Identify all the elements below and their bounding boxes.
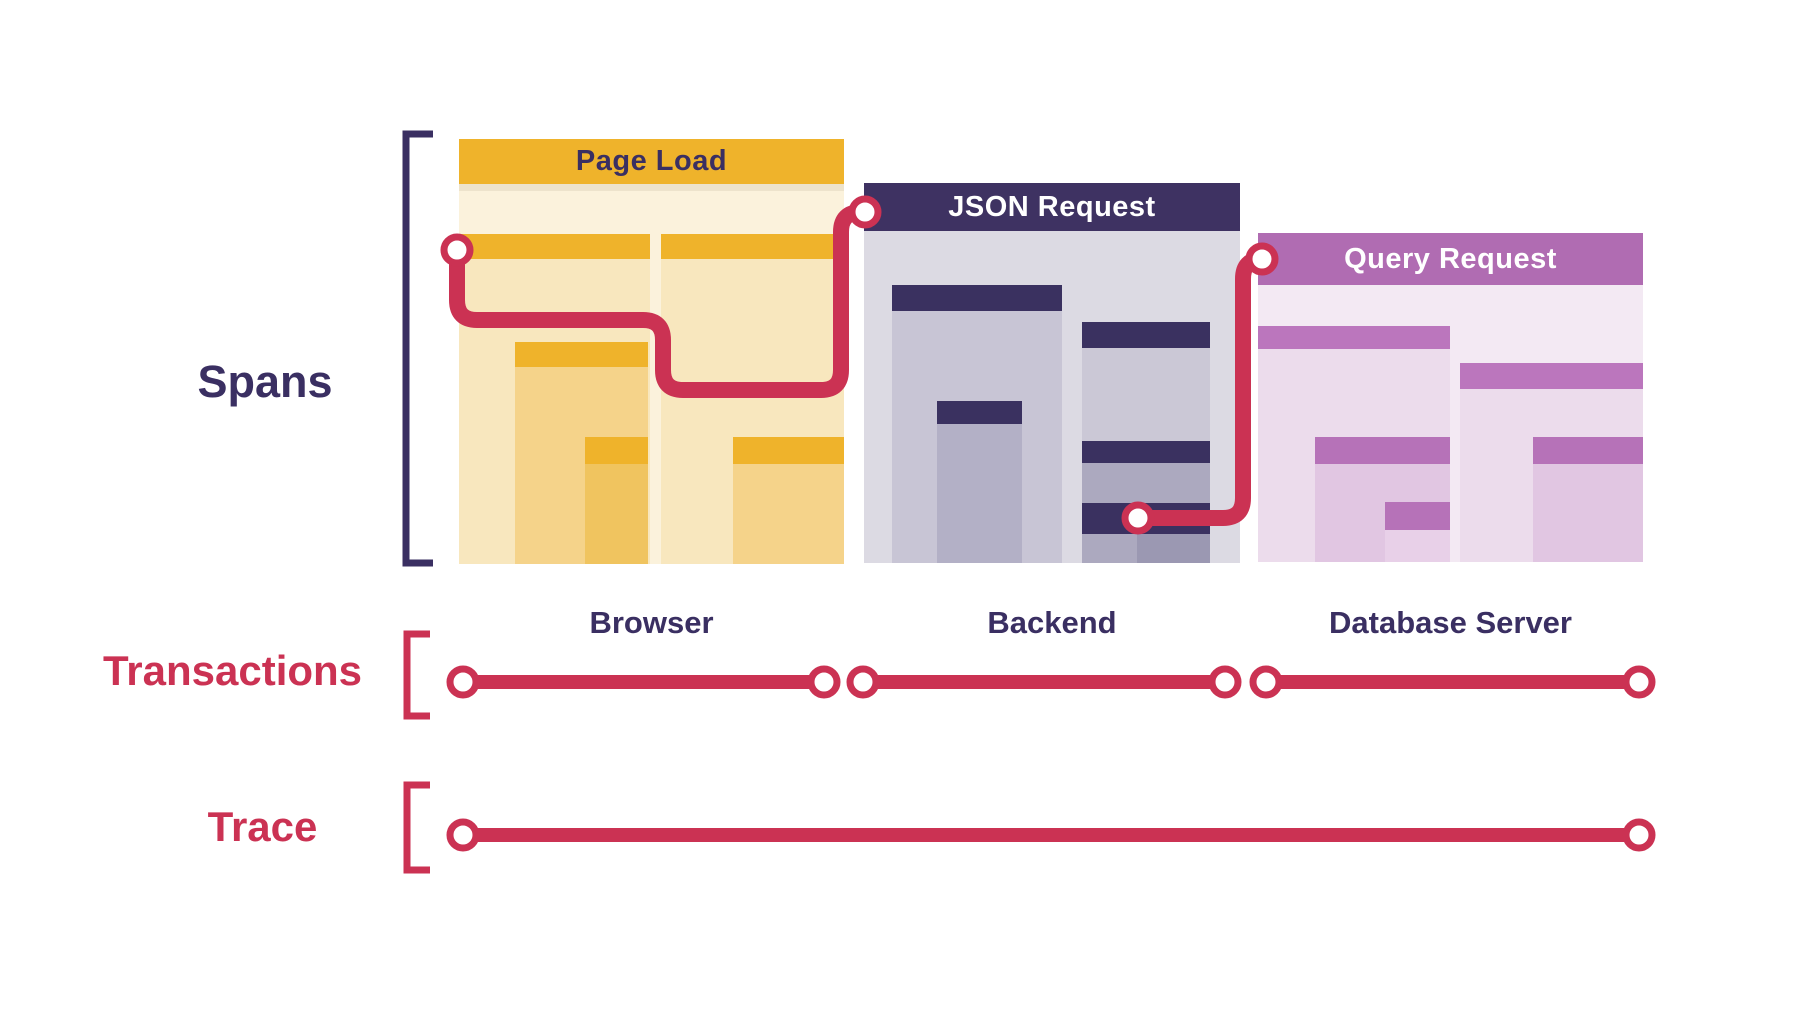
span-bar-header — [1258, 326, 1450, 349]
panel-query-request: Query Request — [1258, 233, 1643, 562]
panel-page-load-title: Page Load — [575, 145, 728, 177]
endpoint-circle — [1208, 665, 1242, 699]
row-label-spans: Spans — [197, 356, 333, 407]
span-bar-header — [459, 234, 650, 259]
panel-page-load: Page Load — [459, 139, 844, 564]
span-bar-header — [1315, 437, 1450, 464]
span-bar-body — [1137, 534, 1210, 563]
endpoint-circle — [807, 665, 841, 699]
span-bar-body — [1533, 464, 1643, 562]
endpoint-circle — [1622, 665, 1656, 699]
transactions-bracket — [403, 630, 430, 720]
endpoint-circle — [446, 665, 480, 699]
endpoint-circle — [846, 665, 880, 699]
span-bar-header — [661, 234, 844, 259]
endpoint-circle — [1622, 818, 1656, 852]
caption-backend: Backend — [987, 605, 1117, 640]
panel-json-request-title: JSON Request — [948, 190, 1156, 223]
span-bar-body — [1385, 530, 1450, 562]
panel-json-request-header: JSON Request — [864, 183, 1240, 231]
span-bar-header — [1460, 363, 1643, 389]
caption-database-server: Database Server — [1329, 605, 1572, 640]
panel-json-request: JSON Request — [864, 183, 1240, 563]
panel-query-request-header: Query Request — [1258, 233, 1643, 285]
panel-page-load-header: Page Load — [459, 139, 844, 191]
span-bar-header — [1082, 441, 1210, 463]
caption-browser: Browser — [589, 605, 714, 640]
endpoint-circle — [1249, 665, 1283, 699]
span-bar-header — [937, 401, 1022, 424]
panel-query-request-title: Query Request — [1344, 242, 1557, 275]
span-bar-header — [1533, 437, 1643, 464]
spans-bracket — [402, 130, 433, 567]
span-bar-body — [937, 424, 1022, 563]
span-bar-header — [1082, 322, 1210, 348]
span-bar-header — [892, 285, 1062, 311]
span-bar-header — [1385, 502, 1450, 530]
endpoint-circle — [446, 818, 480, 852]
span-bar-header — [733, 437, 844, 464]
span-bar-body — [585, 464, 648, 564]
span-bar-body — [733, 464, 844, 564]
row-label-transactions: Transactions — [102, 647, 363, 694]
row-label-trace: Trace — [207, 803, 318, 850]
span-bar-header — [515, 342, 648, 367]
span-bar-header — [1082, 503, 1210, 534]
span-bar-header — [585, 437, 648, 464]
